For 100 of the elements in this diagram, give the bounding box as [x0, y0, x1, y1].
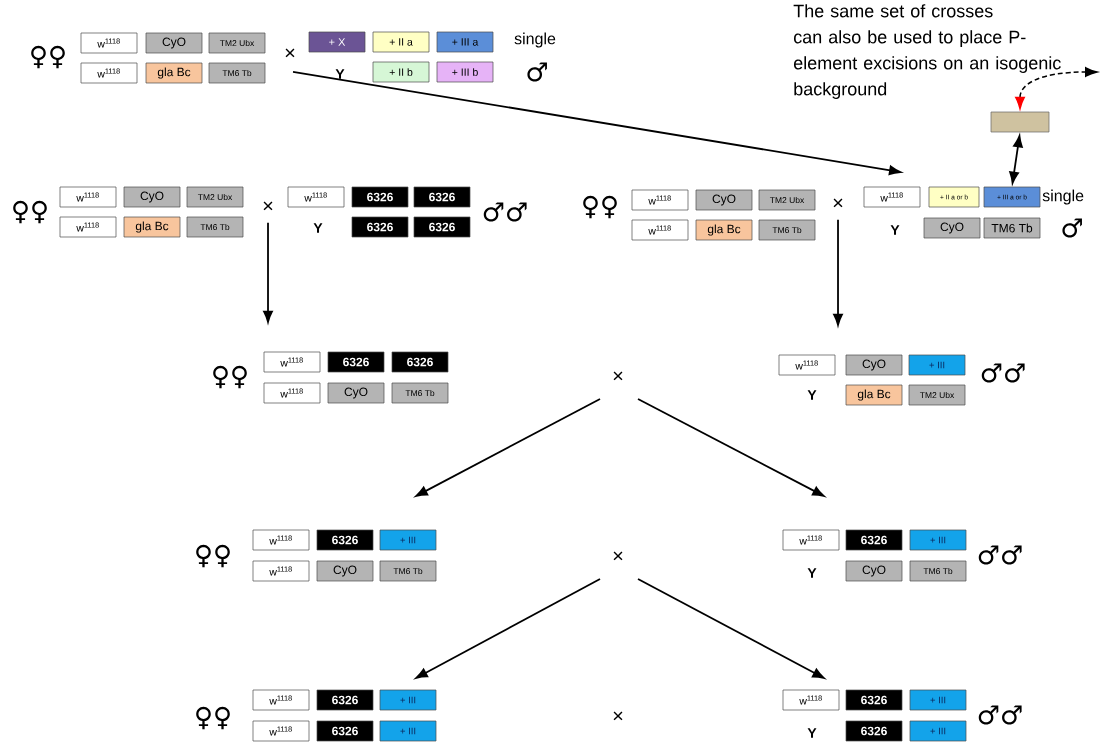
arrow — [1015, 67, 1098, 110]
chromosome-box: + III — [908, 354, 966, 376]
chromosome-box: w$^{1118}$ — [263, 382, 321, 404]
note-label: single — [1042, 189, 1084, 205]
chromosome-box: CyO — [845, 560, 903, 582]
chromosome-box: w$^{1118}$ — [80, 32, 138, 54]
cross-symbol: × — [263, 201, 273, 211]
chromosome-box: + X — [308, 31, 366, 53]
chromosome-box: w$^{1118}$ — [59, 186, 117, 208]
chromosome-box: 6326 — [391, 351, 449, 373]
cross-symbol: × — [833, 198, 843, 208]
chromosome-box: + III — [379, 720, 437, 742]
sex-symbol: ♂ — [527, 62, 547, 82]
arrow — [415, 398, 601, 497]
chromosome-box: 6326 — [413, 216, 471, 238]
chromosome-box: + III — [379, 529, 437, 551]
chromosome-box: w$^{1118}$ — [80, 62, 138, 84]
element-box — [990, 111, 1050, 133]
chromosome-box: gla Bc — [845, 384, 903, 406]
sex-symbol: ♂♂ — [978, 545, 1022, 565]
chromosome-box: 6326 — [351, 216, 409, 238]
chromosome-box: TM2 Ubx — [908, 384, 966, 406]
chromosome-box: TM6 Tb — [391, 382, 449, 404]
arrow — [415, 578, 601, 679]
chromosome-box: 6326 — [413, 186, 471, 208]
chromosome-box: w$^{1118}$ — [252, 560, 310, 582]
sex-symbol: ♀♀ — [196, 706, 230, 730]
chromosome-box: w$^{1118}$ — [631, 219, 689, 241]
chromosome-box: gla Bc — [123, 216, 181, 238]
chromosome-box: TM6 Tb — [186, 216, 244, 238]
chromosome-box: 6326 — [351, 186, 409, 208]
chromosome-label: Y — [313, 223, 323, 233]
chromosome-box: CyO — [316, 560, 374, 582]
chromosome-box: TM2 Ubx — [758, 189, 816, 211]
cross-symbol: × — [613, 711, 623, 721]
chromosome-label: Y — [807, 568, 817, 578]
chromosome-box: TM2 Ubx — [186, 186, 244, 208]
arrow — [292, 70, 902, 176]
chromosome-box: TM6 Tb — [208, 62, 266, 84]
arrow — [637, 398, 825, 497]
sex-symbol: ♂♂ — [981, 363, 1025, 383]
chromosome-box: TM6 Tb — [983, 217, 1041, 239]
chromosome-box: w$^{1118}$ — [263, 351, 321, 373]
chromosome-box: 6326 — [316, 529, 374, 551]
chromosome-box: w$^{1118}$ — [59, 216, 117, 238]
cross-symbol: × — [285, 48, 295, 58]
chromosome-box: 6326 — [316, 720, 374, 742]
chromosome-box: CyO — [695, 189, 753, 211]
chromosome-box: w$^{1118}$ — [631, 189, 689, 211]
chromosome-box: w$^{1118}$ — [782, 529, 840, 551]
chromosome-box: w$^{1118}$ — [252, 720, 310, 742]
sex-symbol: ♀♀ — [13, 200, 47, 224]
chromosome-box: w$^{1118}$ — [252, 689, 310, 711]
sex-symbol: ♂ — [1062, 218, 1082, 238]
note-label: single — [514, 32, 556, 48]
chromosome-box: 6326 — [316, 689, 374, 711]
chromosome-label: Y — [807, 728, 817, 738]
chromosome-box: w$^{1118}$ — [252, 529, 310, 551]
chromosome-box: CyO — [327, 382, 385, 404]
arrow — [1009, 135, 1023, 184]
cross-symbol: × — [613, 551, 623, 561]
chromosome-box: + III — [909, 689, 967, 711]
chromosome-box: + III — [909, 720, 967, 742]
sex-symbol: ♂♂ — [483, 202, 527, 222]
chromosome-label: Y — [335, 69, 345, 79]
chromosome-box: + III b — [436, 61, 494, 83]
chromosome-box: TM6 Tb — [379, 560, 437, 582]
note-text: The same set of crosses can also be used to place P-element excisions on an isogenic background — [793, 4, 1061, 99]
arrow — [833, 218, 843, 326]
chromosome-box: gla Bc — [145, 62, 203, 84]
chromosome-box: TM2 Ubx — [208, 32, 266, 54]
arrow — [637, 578, 825, 679]
cross-symbol: × — [613, 371, 623, 381]
chromosome-box: 6326 — [845, 720, 903, 742]
chromosome-box: + II a — [372, 31, 430, 53]
chromosome-box: + III — [909, 529, 967, 551]
chromosome-box: CyO — [145, 32, 203, 54]
chromosome-box: w$^{1118}$ — [287, 186, 345, 208]
chromosome-box: + II b — [372, 61, 430, 83]
chromosome-box: 6326 — [845, 529, 903, 551]
chromosome-box: + III — [379, 689, 437, 711]
chromosome-box: w$^{1118}$ — [863, 186, 921, 208]
sex-symbol: ♀♀ — [583, 195, 617, 219]
chromosome-box: gla Bc — [695, 219, 753, 241]
chromosome-box: 6326 — [327, 351, 385, 373]
chromosome-label: Y — [890, 225, 900, 235]
chromosome-box: 6326 — [845, 689, 903, 711]
chromosome-box: TM6 Tb — [909, 560, 967, 582]
sex-symbol: ♂♂ — [978, 705, 1022, 725]
arrow — [263, 221, 273, 323]
chromosome-box: CyO — [123, 186, 181, 208]
chromosome-box: CyO — [923, 217, 981, 239]
chromosome-box: w$^{1118}$ — [782, 689, 840, 711]
sex-symbol: ♀♀ — [196, 544, 230, 568]
chromosome-box: CyO — [845, 354, 903, 376]
chromosome-box: w$^{1118}$ — [778, 354, 836, 376]
chromosome-label: Y — [807, 390, 817, 400]
chromosome-box: + III a — [436, 31, 494, 53]
sex-symbol: ♀♀ — [213, 365, 247, 389]
chromosome-box: TM6 Tb — [758, 219, 816, 241]
